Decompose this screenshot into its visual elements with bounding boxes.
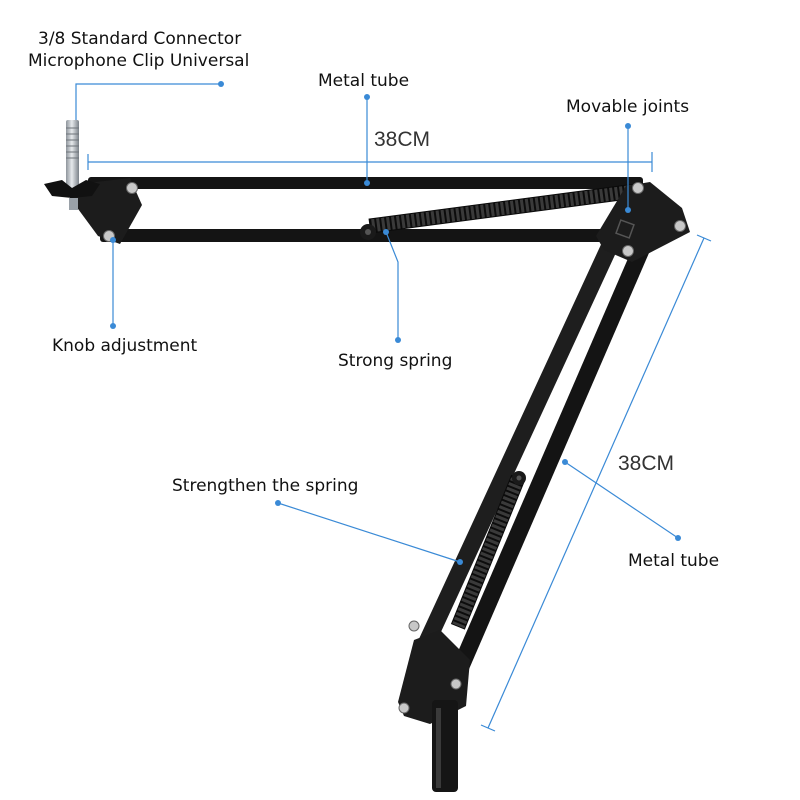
bolt xyxy=(450,678,462,690)
standard-connector xyxy=(66,120,79,190)
strong-spring-label: Strong spring xyxy=(338,351,453,371)
connector-label-line2: Microphone Clip Universal xyxy=(28,51,250,71)
horizontal-arm xyxy=(88,177,643,242)
bolt xyxy=(398,702,410,714)
metal-tube-top-label: Metal tube xyxy=(318,71,410,91)
diagonal-arm xyxy=(412,238,652,690)
knob-adjustment-label: Knob adjustment xyxy=(52,336,198,356)
bolt xyxy=(126,182,138,194)
base-pole xyxy=(432,700,458,792)
bolt xyxy=(674,220,686,232)
diagonal-dimension-label: 38CM xyxy=(618,452,675,475)
callout-lines xyxy=(75,83,679,563)
wing-nut xyxy=(44,180,100,198)
diagonal-back-tube xyxy=(412,238,620,660)
movable-joint xyxy=(596,182,690,262)
bolt xyxy=(408,620,420,632)
horizontal-dimension-label: 38CM xyxy=(374,128,431,151)
strengthen-spring-label: Strengthen the spring xyxy=(172,476,359,496)
bottom-metal-tube xyxy=(100,229,620,242)
left-joint xyxy=(44,120,142,244)
connector-label-line1: 3/8 Standard Connector xyxy=(38,29,242,49)
movable-joints-label: Movable joints xyxy=(566,97,690,117)
metal-tube-right-label: Metal tube xyxy=(628,551,720,571)
bolt xyxy=(632,182,644,194)
bolt xyxy=(622,245,634,257)
strong-spring xyxy=(368,183,635,234)
diagonal-front-tube xyxy=(444,240,652,690)
callout-dots xyxy=(110,81,681,565)
base-joint xyxy=(398,620,470,792)
